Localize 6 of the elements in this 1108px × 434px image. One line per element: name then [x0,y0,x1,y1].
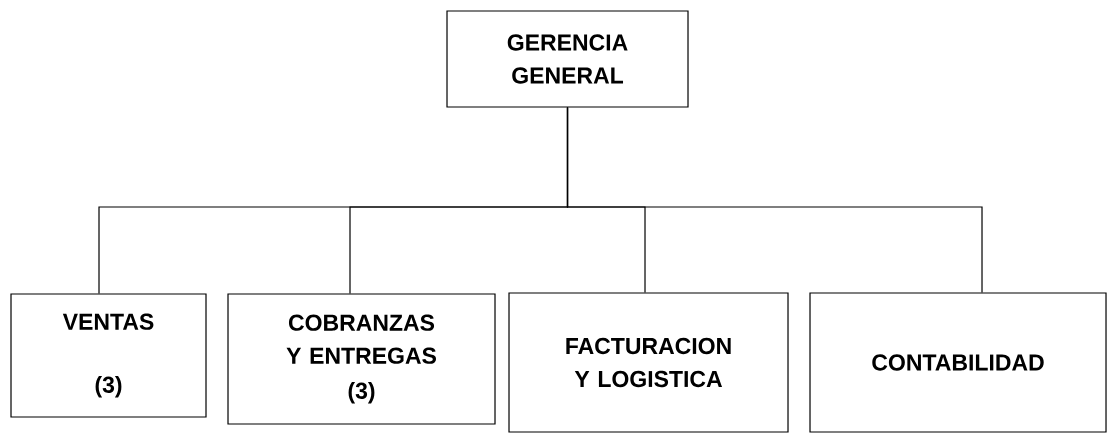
org-box: COBRANZAS Y ENTREGAS (3) [227,293,496,425]
org-box: GERENCIA GENERAL [446,10,689,108]
org-box: FACTURACION Y LOGISTICA [508,292,789,433]
connector-line [566,107,983,293]
org-box: VENTAS (3) [10,293,207,418]
org-box: CONTABILIDAD [809,292,1107,433]
